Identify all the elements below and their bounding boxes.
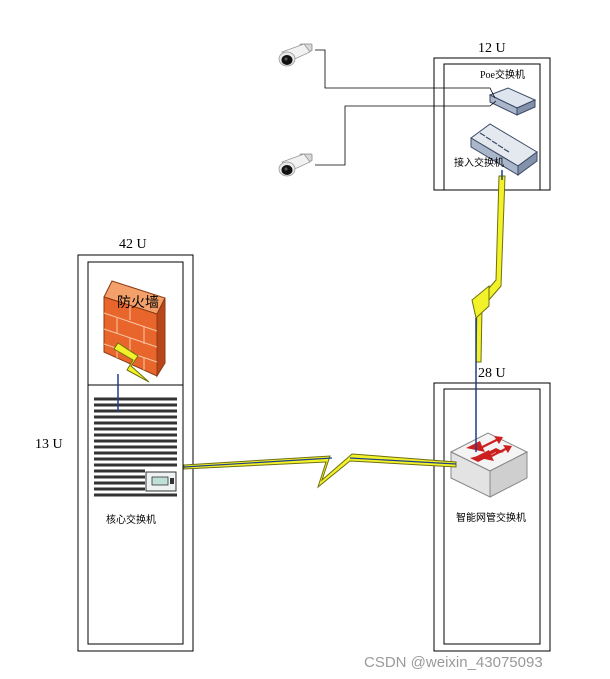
camera-cable xyxy=(315,49,497,166)
access-switch-icon xyxy=(470,123,538,176)
poe-switch-icon xyxy=(488,87,537,116)
camera-icon xyxy=(278,43,313,67)
rack-13u-label: 13 U xyxy=(35,437,63,452)
rack-42u xyxy=(77,254,194,652)
core-switch-vents xyxy=(94,397,177,497)
managed-switch-icon xyxy=(449,432,529,498)
rack-12u-label: 12 U xyxy=(478,41,506,56)
poe-switch-label: Poe交换机 xyxy=(480,68,525,81)
core-switch-panel-icon xyxy=(145,471,177,492)
rack-28u-label: 28 U xyxy=(478,366,506,381)
rack-28u xyxy=(433,382,551,652)
rack-12u xyxy=(433,57,551,191)
watermark: CSDN @weixin_43075093 xyxy=(364,654,543,671)
link-lightning-core-managed xyxy=(183,453,457,489)
core-switch-label: 核心交换机 xyxy=(106,513,156,526)
access-switch-label: 接入交换机 xyxy=(454,156,504,169)
link-lightning-access-managed xyxy=(471,170,506,452)
link-lightning-firewall-core xyxy=(113,342,150,412)
firewall-icon xyxy=(103,280,166,378)
rack-42u-label: 42 U xyxy=(119,237,147,252)
camera-icon xyxy=(278,153,313,177)
firewall-label: 防火墙 xyxy=(117,295,159,311)
managed-switch-label: 智能网管交换机 xyxy=(456,511,526,524)
